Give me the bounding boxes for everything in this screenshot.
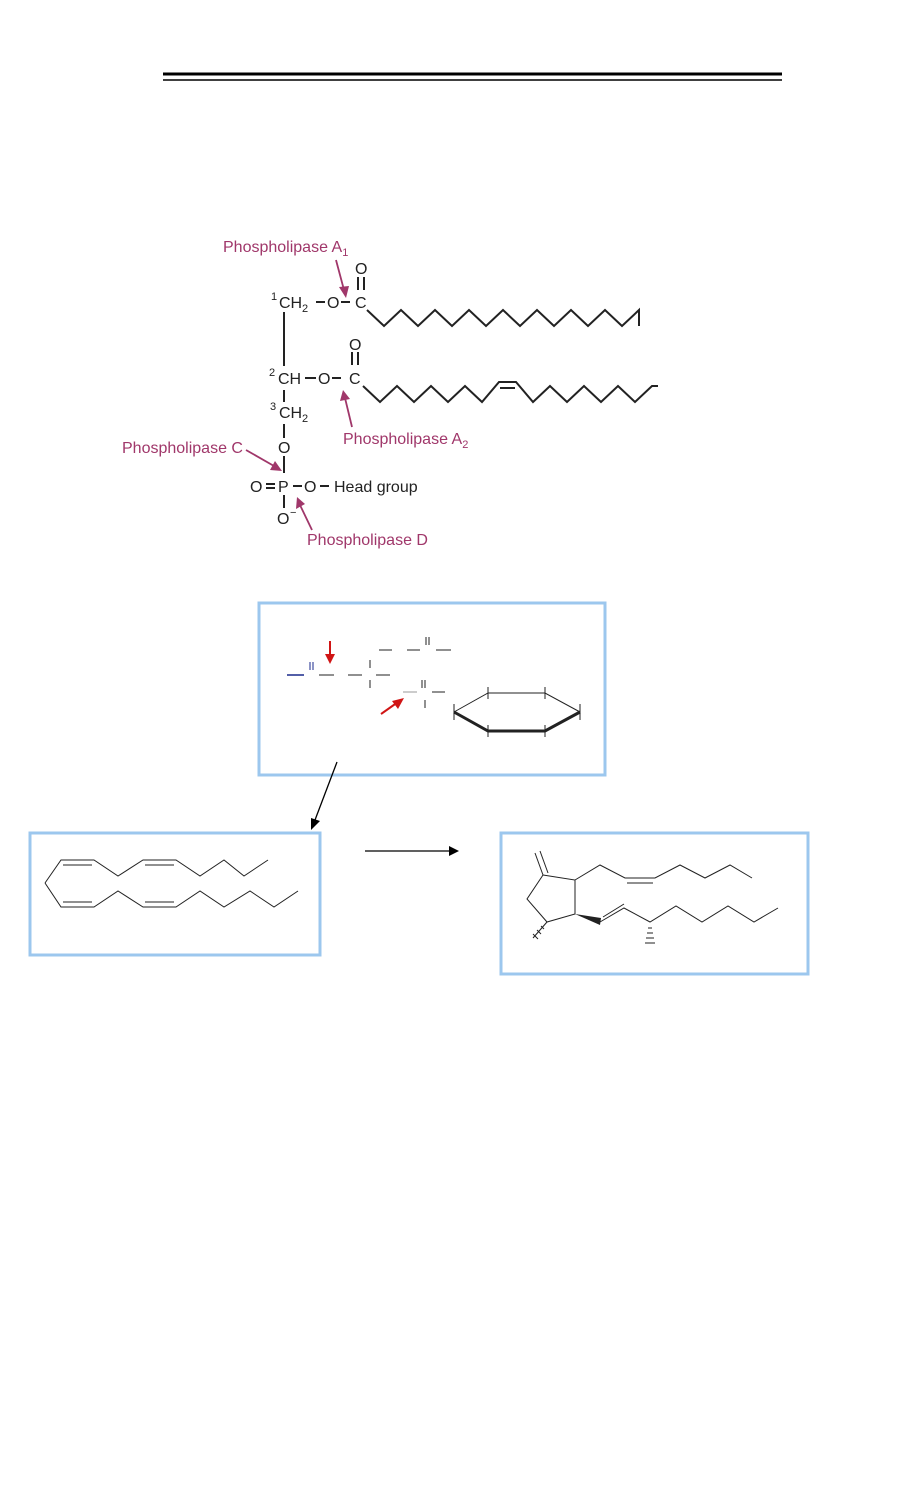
pla2-label: Phospholipase A2 bbox=[343, 431, 468, 451]
fragment-structure bbox=[287, 637, 581, 737]
o-head: O bbox=[304, 479, 316, 496]
c3-subscript: 2 bbox=[302, 413, 308, 425]
pla2-subscript: 2 bbox=[462, 439, 468, 451]
c2-atom: CH bbox=[278, 371, 301, 388]
header-rule bbox=[163, 72, 782, 81]
c-carbonyl-2: C bbox=[349, 371, 361, 388]
head-group-label: Head group bbox=[334, 479, 418, 496]
o-bridge: O bbox=[278, 440, 290, 457]
pla1-subscript: 1 bbox=[342, 247, 348, 259]
c1-locant: 1 bbox=[271, 291, 277, 303]
o-carbonyl-2: O bbox=[349, 337, 361, 354]
pla2-name: Phospholipase A bbox=[343, 431, 463, 448]
cyclopentane-structure bbox=[526, 850, 779, 944]
enzyme-labels: Phospholipase A1 Phospholipase A2 Phosph… bbox=[122, 239, 468, 549]
cyclopentane-box bbox=[499, 831, 810, 976]
c2-locant: 2 bbox=[269, 367, 275, 379]
phospholipid-atoms: 1 CH 2 O C O 2 CH O C O 3 CH 2 O O P O H… bbox=[250, 261, 418, 528]
c1-atom: CH bbox=[279, 295, 302, 312]
fatty-acid-structure bbox=[44, 859, 299, 908]
p-atom: P bbox=[278, 479, 289, 496]
minus-charge: − bbox=[290, 507, 296, 519]
o-carbonyl-1: O bbox=[355, 261, 367, 278]
pla1-label: Phospholipase A1 bbox=[223, 239, 348, 259]
o-phosphoryl: O bbox=[250, 479, 262, 496]
c1-subscript: 2 bbox=[302, 303, 308, 315]
fragment-red-arrows bbox=[325, 641, 404, 715]
phospholipid-structure bbox=[266, 277, 658, 508]
fatty-acid-box bbox=[28, 831, 322, 957]
o-minus: O bbox=[277, 511, 289, 528]
enzyme-arrows bbox=[245, 259, 353, 531]
c3-atom: CH bbox=[279, 405, 302, 422]
flow-arrows bbox=[311, 761, 459, 856]
pla1-name: Phospholipase A bbox=[223, 239, 343, 256]
c-carbonyl-1: C bbox=[355, 295, 367, 312]
o-ester-1: O bbox=[327, 295, 339, 312]
pld-label: Phospholipase D bbox=[307, 532, 428, 549]
o-ester-2: O bbox=[318, 371, 330, 388]
fragment-box bbox=[257, 601, 607, 777]
plc-label: Phospholipase C bbox=[122, 440, 243, 457]
c3-locant: 3 bbox=[270, 401, 276, 413]
